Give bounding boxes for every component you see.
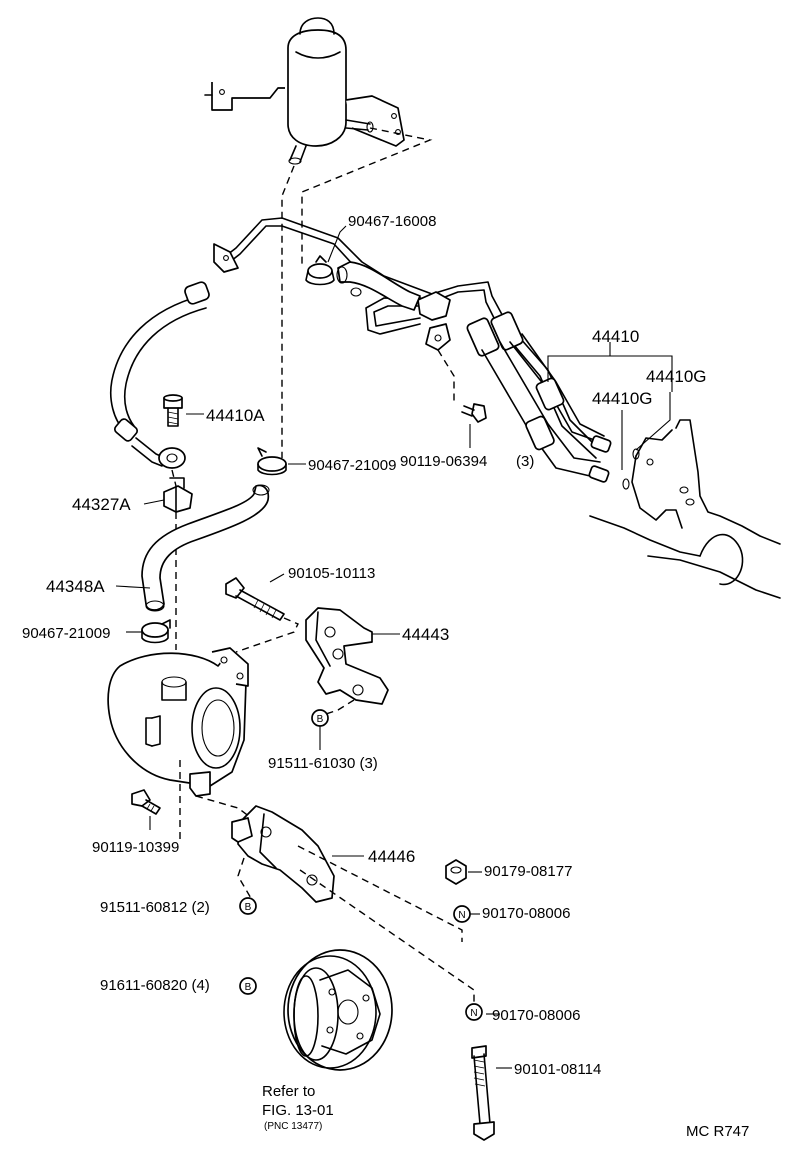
label-pnc-ref: (PNC 13477) [264,1121,322,1132]
svg-text:B: B [245,902,252,913]
marker-b-60812: B [239,897,257,915]
label-fig-ref: FIG. 13-01 [262,1102,334,1119]
svg-text:N: N [458,910,465,921]
label-90119-10399: 90119-10399 [92,839,179,856]
marker-n-upper: N [453,905,471,923]
label-44446: 44446 [368,847,415,866]
pump-mount-leader [195,795,255,821]
bracket-bolt-leader [325,699,355,715]
label-90119-06394: 90119-06394 [400,453,487,470]
marker-b-60820: B [239,977,257,995]
part-labels: 90467-16008 44410A 44410 44410G 44410G 9… [22,213,749,1140]
label-90105-10113: 90105-10113 [288,565,375,582]
label-90467-21009-upper: 90467-21009 [308,457,396,474]
label-90179-08177: 90179-08177 [484,863,572,880]
bolt-10399 [131,789,161,815]
label-90467-21009-lower: 90467-21009 [22,625,110,642]
clip-44327a [163,477,193,513]
svg-text:N: N [470,1008,477,1019]
bolt-10113-leader [235,617,299,653]
circle-markers: B B B N N [239,709,483,1021]
figure-code: MC R747 [686,1123,749,1140]
steering-gear-housing [589,419,781,599]
label-90467-16008: 90467-16008 [348,213,436,230]
power-steering-pump [107,647,249,797]
nut-08006-leader-b [299,869,475,1004]
marker-n-lower: N [465,1003,483,1021]
label-90119-06394-qty: (3) [516,453,534,470]
label-44410: 44410 [592,327,639,346]
return-hose-short [336,261,421,311]
bolt-06394 [461,403,487,423]
bolt-06394-leader [437,349,455,404]
reservoir-tank [204,17,405,165]
tank-return-leader [301,127,433,268]
svg-text:B: B [245,982,252,993]
label-90170-08006-upper: 90170-08006 [482,905,570,922]
label-44327a: 44327A [72,495,131,514]
marker-b-61030: B [311,709,329,727]
label-90170-08006-lower: 90170-08006 [492,1007,580,1024]
label-44410g-inner: 44410G [592,389,653,408]
label-44443: 44443 [402,625,449,644]
label-90101-08114: 90101-08114 [514,1061,601,1078]
pump-pulley [283,949,393,1071]
clamp-16008 [305,255,335,286]
nut-08006-leader-a [297,845,463,942]
clamp-21009-lower [141,619,171,644]
union-bolt-44410a [163,394,183,427]
bracket-44443 [305,607,389,705]
label-leaders [115,225,673,1069]
pressure-tube-44410 [109,217,640,490]
bracket-44446 [231,805,335,903]
suction-hose-44348a [141,484,270,612]
clip-leader [171,469,177,487]
label-91511-60812: 91511-60812 (2) [100,899,210,916]
label-refer-to: Refer to [262,1083,315,1100]
bolt-10113 [225,577,285,621]
label-91611-60820: 91611-60820 (4) [100,977,210,994]
svg-text:B: B [317,714,324,725]
label-44348a: 44348A [46,577,105,596]
tank-feed-leader [281,165,295,458]
label-44410a: 44410A [206,406,265,425]
label-44410g-outer: 44410G [646,367,707,386]
stud-60812-leader [237,857,253,901]
clamp-21009-upper [257,447,287,476]
label-91511-61030: 91511-61030 (3) [268,755,378,772]
long-bolt-08114 [471,1045,495,1141]
nut-08177 [445,859,467,885]
